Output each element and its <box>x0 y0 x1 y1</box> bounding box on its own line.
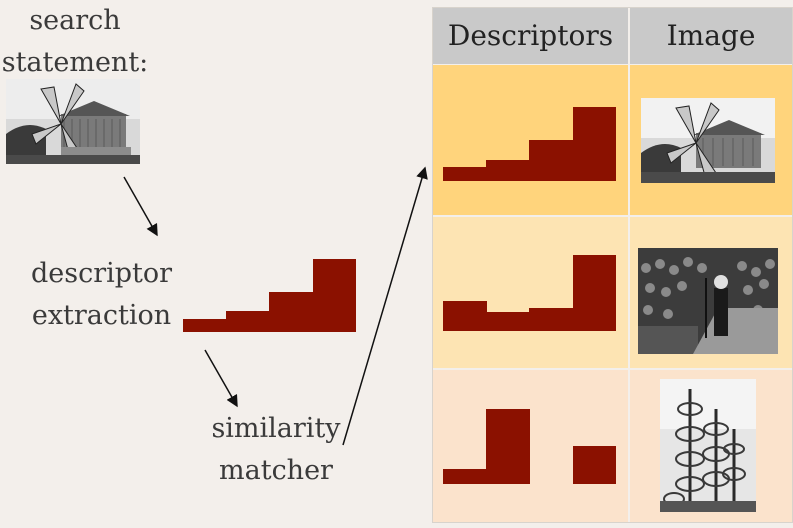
row1-image-windmill <box>641 98 775 183</box>
row3-bar-2 <box>486 409 530 484</box>
row1-bar-3 <box>529 140 574 181</box>
query-image-windmill <box>6 79 140 164</box>
query-descriptor-bar-3 <box>269 292 314 332</box>
row1-bar-1 <box>443 167 487 181</box>
arrow-to-matcher <box>204 349 238 408</box>
row2-bar-4 <box>573 255 616 331</box>
header-descriptors: Descriptors <box>433 8 628 64</box>
row2-image-crowd-speaker <box>638 248 778 354</box>
row2-bar-2 <box>486 312 530 331</box>
row3-bar-4 <box>573 446 616 484</box>
arrow-to-extraction <box>123 176 158 237</box>
row1-bar-4 <box>573 107 616 181</box>
column-divider <box>628 370 630 522</box>
header-divider <box>628 8 630 64</box>
similarity-matcher-label: similarity matcher <box>211 413 341 486</box>
row-separator <box>433 215 792 217</box>
header-image: Image <box>630 8 792 64</box>
search-statement-label: search statement: <box>1 5 149 78</box>
row3-bar-1 <box>443 469 487 484</box>
table-row <box>433 65 792 215</box>
table-row <box>433 217 792 368</box>
row2-bar-3 <box>529 308 574 331</box>
table-row <box>433 370 792 522</box>
query-descriptor-bar-4 <box>313 259 356 332</box>
column-divider <box>628 217 630 368</box>
row2-bar-1 <box>443 301 487 331</box>
query-descriptor-bar-1 <box>183 319 227 332</box>
column-divider <box>628 65 630 215</box>
descriptor-database-table: Descriptors Image <box>432 7 793 523</box>
descriptor-extraction-label: descriptor extraction <box>30 258 173 331</box>
row3-image-spiral-tower <box>660 379 756 512</box>
row1-bar-2 <box>486 160 530 181</box>
row-separator <box>433 368 792 370</box>
query-descriptor-bar-2 <box>226 311 270 332</box>
